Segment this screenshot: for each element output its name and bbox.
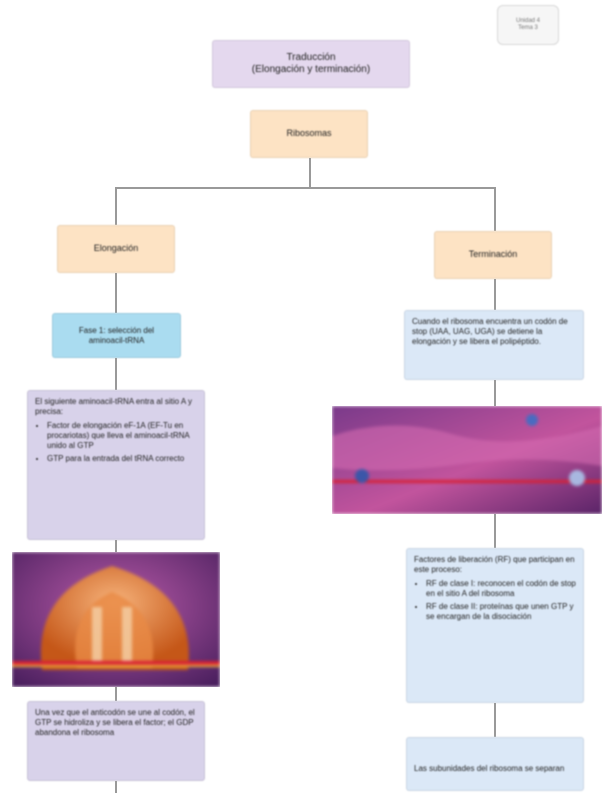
connector-r3 bbox=[494, 514, 496, 548]
release-factor-2: RF de clase II: proteínas que unen GTP y… bbox=[426, 602, 576, 622]
unit-tag: Unidad 4 Tema 3 bbox=[497, 5, 559, 45]
unit-tag-line2: Tema 3 bbox=[518, 25, 538, 31]
ribosome-termination-illustration bbox=[332, 406, 602, 514]
connector-right-down bbox=[494, 187, 496, 231]
connector-l5 bbox=[115, 781, 117, 793]
release-factors-box: Factores de liberación (RF) que particip… bbox=[406, 548, 584, 703]
root-node: Ribosomas bbox=[250, 110, 368, 158]
elongation-bottom-note: Una vez que el anticodón se une al codón… bbox=[27, 701, 205, 781]
connector-r1 bbox=[494, 279, 496, 310]
elongation-bullet-2: GTP para la entrada del tRNA correcto bbox=[47, 454, 197, 464]
ribosome-elongation-illustration bbox=[12, 552, 220, 687]
connector-l1 bbox=[115, 273, 117, 313]
connector-l2 bbox=[115, 358, 117, 390]
connector-left-down bbox=[115, 187, 117, 225]
connector-r4 bbox=[494, 703, 496, 737]
elongation-bullets: Factor de elongación eF-1A (EF-Tu en pro… bbox=[35, 421, 197, 464]
termination-bottom-note: Las subunidades del ribosoma se separan bbox=[406, 737, 584, 791]
termination-description: Cuando el ribosoma encuentra un codón de… bbox=[404, 310, 584, 380]
title-line2: (Elongación y terminación) bbox=[251, 64, 371, 75]
title-line1: Traducción bbox=[286, 51, 336, 63]
release-factors-intro: Factores de liberación (RF) que particip… bbox=[414, 555, 575, 574]
connector-l3 bbox=[115, 540, 117, 552]
connector-horizontal bbox=[116, 187, 495, 189]
elongation-bullet-1: Factor de elongación eF-1A (EF-Tu en pro… bbox=[47, 421, 197, 451]
elongation-node: Elongación bbox=[57, 225, 175, 273]
connector-root-down bbox=[309, 158, 311, 188]
release-factor-1: RF de clase I: reconocen el codón de sto… bbox=[426, 579, 576, 599]
connector-l4 bbox=[115, 687, 117, 701]
unit-tag-line1: Unidad 4 bbox=[515, 17, 541, 24]
elongation-description: El siguiente aminoacil-tRNA entra al sit… bbox=[27, 390, 205, 540]
diagram-title: Traducción (Elongación y terminación) bbox=[212, 40, 410, 88]
termination-node: Terminación bbox=[434, 231, 552, 279]
phase1-node: Fase 1: selección del aminoacil-tRNA bbox=[52, 313, 181, 358]
connector-r2 bbox=[494, 380, 496, 406]
elongation-intro: El siguiente aminoacil-tRNA entra al sit… bbox=[35, 397, 192, 416]
release-factors-list: RF de clase I: reconocen el codón de sto… bbox=[414, 579, 576, 622]
